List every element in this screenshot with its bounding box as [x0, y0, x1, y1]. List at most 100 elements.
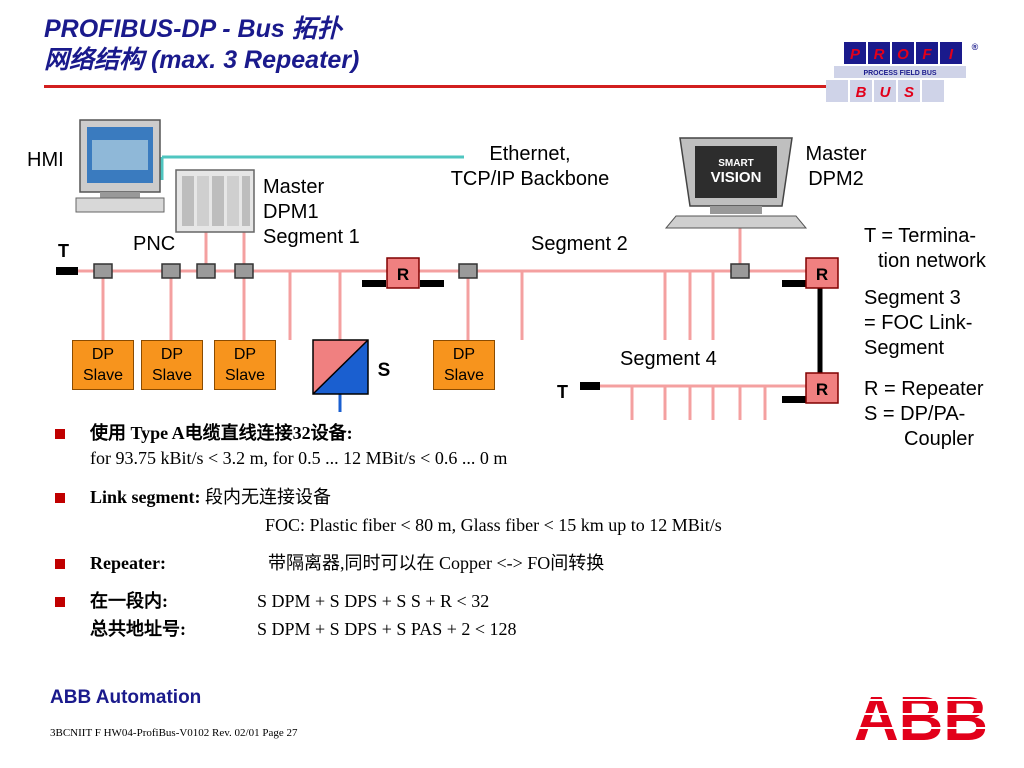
coupler-outline: [312, 339, 369, 395]
legend-coupler: S = DP/PA- Coupler: [864, 402, 1022, 452]
title-line-1: PROFIBUS-DP - Bus 拓扑: [44, 15, 342, 43]
master-dpm2-workstation-icon: SMART VISION: [664, 137, 808, 229]
abb-logo-text: ABB: [854, 686, 988, 746]
bullet-4-formula-2: S DPM + S DPS + S PAS + 2 < 128: [257, 619, 517, 639]
footer-reference: 3BCNIIT F HW04-ProfiBus-V0102 Rev. 02/01…: [50, 727, 298, 739]
legend: T = Termina- tion network Segment 3 = FO…: [864, 224, 1022, 452]
bullet-marker: [55, 429, 65, 439]
logo-letter: P: [850, 46, 861, 63]
ethernet-label-line-1: Ethernet,: [489, 143, 571, 165]
logo-letter: U: [880, 84, 892, 101]
repeater-3: [805, 372, 839, 404]
title-line-2: 网络结构 (max. 3 Repeater): [44, 46, 360, 74]
logo-letter: O: [897, 46, 909, 63]
bullet-marker: [55, 597, 65, 607]
bullet-3-text: 带隔离器,同时可以在 Copper <-> FO间转换: [268, 553, 605, 573]
dp-slave-line-2: Slave: [443, 367, 485, 384]
page-title: PROFIBUS-DP - Bus 拓扑 网络结构 (max. 3 Repeat…: [44, 14, 359, 76]
network-diagram: R R R S SMART VISION: [56, 119, 839, 420]
legend-terminator: T = Termina- tion network: [864, 224, 1022, 274]
bus-connector: [730, 263, 750, 279]
terminator-segment-4-label: T: [557, 382, 568, 402]
logo-letter: R: [874, 46, 885, 63]
profibus-logo: P R O F I PROCESS FIELD BUS B U S ®: [820, 38, 985, 108]
bullet-2-text: 段内无连接设备: [200, 487, 332, 507]
bullet-3-heading: Repeater:: [90, 553, 166, 573]
bullet-2-line-2: FOC: Plastic fiber < 80 m, Glass fiber <…: [265, 515, 722, 535]
repeater-2-label: R: [816, 265, 828, 284]
logo-registered: ®: [972, 42, 979, 52]
ethernet-label: Ethernet, TCP/IP Backbone: [420, 142, 640, 192]
master-dpm1-line-1: Master: [263, 176, 325, 198]
repeater-3-label: R: [816, 380, 828, 399]
terminator-left: [56, 267, 78, 275]
hmi-label: HMI: [27, 149, 64, 171]
dp-slave-line-2: Slave: [224, 367, 266, 384]
bullet-1: 使用 Type A电缆直线连接32设备: for 93.75 kBit/s < …: [90, 421, 507, 471]
coupler-diagonal: [312, 339, 369, 395]
master-dpm1-label: Master DPM1 Segment 1: [263, 175, 360, 250]
logo-letter: F: [922, 46, 932, 63]
bullet-4-heading-2: 总共地址号:: [90, 619, 186, 639]
repeater-stub: [782, 280, 806, 287]
terminator-segment-4: [580, 382, 600, 390]
footer-brand: ABB Automation: [50, 687, 202, 708]
logo-letter: B: [856, 84, 867, 101]
repeater-stub: [362, 280, 386, 287]
repeater-stub: [782, 396, 806, 403]
bus-connector: [458, 263, 478, 279]
legend-terminator-line-2: tion network: [878, 250, 986, 272]
pnc-label: PNC: [133, 233, 176, 255]
segment-1-label: Segment 1: [263, 226, 360, 248]
legend-segment-3-line-1: Segment 3: [864, 287, 961, 309]
bus-connector: [196, 263, 216, 279]
legend-segment-3-line-3: Segment: [864, 337, 945, 359]
master-dpm1-line-2: DPM1: [263, 201, 319, 223]
segment-4-label: Segment 4: [620, 348, 717, 370]
abb-logo: ABB: [852, 685, 990, 754]
legend-segment-3: Segment 3 = FOC Link- Segment: [864, 286, 1022, 361]
legend-segment-3-line-2: = FOC Link-: [864, 312, 973, 334]
coupler-label: S: [378, 360, 391, 381]
segment-2-label: Segment 2: [531, 233, 628, 255]
bullet-marker: [55, 493, 65, 503]
dp-slave-line-2: Slave: [82, 367, 124, 384]
ethernet-label-line-2: TCP/IP Backbone: [450, 168, 610, 190]
dp-slave: DP Slave: [214, 340, 276, 390]
screen-text-smart: SMART: [718, 158, 754, 169]
title-rule: [44, 85, 844, 88]
logo-letter: I: [949, 46, 954, 63]
bullet-2-line-1: Link segment: 段内无连接设备: [90, 485, 331, 510]
repeater-stub: [420, 280, 444, 287]
master-dpm2-label: Master DPM2: [790, 142, 882, 192]
plc-master-dpm1-icon: [175, 169, 255, 233]
bullet-1-line-1: 使用 Type A电缆直线连接32设备:: [90, 423, 353, 443]
terminator-left-label: T: [58, 241, 69, 261]
dp-slave-line-1: DP: [160, 346, 184, 363]
legend-coupler-line-1: S = DP/PA-: [864, 403, 966, 425]
master-dpm2-line-1: Master: [805, 143, 867, 165]
bullet-4-formula: S DPM + S DPS + S S + R < 32: [257, 591, 490, 611]
repeater-1-label: R: [397, 265, 409, 284]
dp-slave: DP Slave: [141, 340, 203, 390]
dp-slave-line-1: DP: [233, 346, 257, 363]
logo-tagline: PROCESS FIELD BUS: [863, 70, 936, 77]
abb-logo-graphic: ABB: [852, 685, 990, 754]
bullet-2: Link segment: 段内无连接设备: [90, 485, 331, 510]
bullet-2-heading: Link segment:: [90, 487, 201, 507]
bus-connector: [93, 263, 113, 279]
legend-terminator-line-1: T = Termina-: [864, 225, 977, 247]
repeater-2: [805, 257, 839, 289]
dp-slave-line-2: Slave: [151, 367, 193, 384]
bullet-1-line-2: for 93.75 kBit/s < 3.2 m, for 0.5 ... 12…: [90, 448, 508, 468]
profibus-logo-graphic: P R O F I PROCESS FIELD BUS B U S ®: [826, 42, 979, 102]
hmi-workstation-icon: [75, 119, 165, 213]
dp-slave-line-1: DP: [91, 346, 115, 363]
logo-letter: S: [904, 84, 914, 101]
bullet-marker: [55, 559, 65, 569]
bus-connector: [161, 263, 181, 279]
repeater-1: [386, 257, 420, 289]
legend-repeater: R = Repeater: [864, 378, 984, 400]
bullet-4-heading: 在一段内:: [90, 591, 168, 611]
dp-slave: DP Slave: [433, 340, 495, 390]
